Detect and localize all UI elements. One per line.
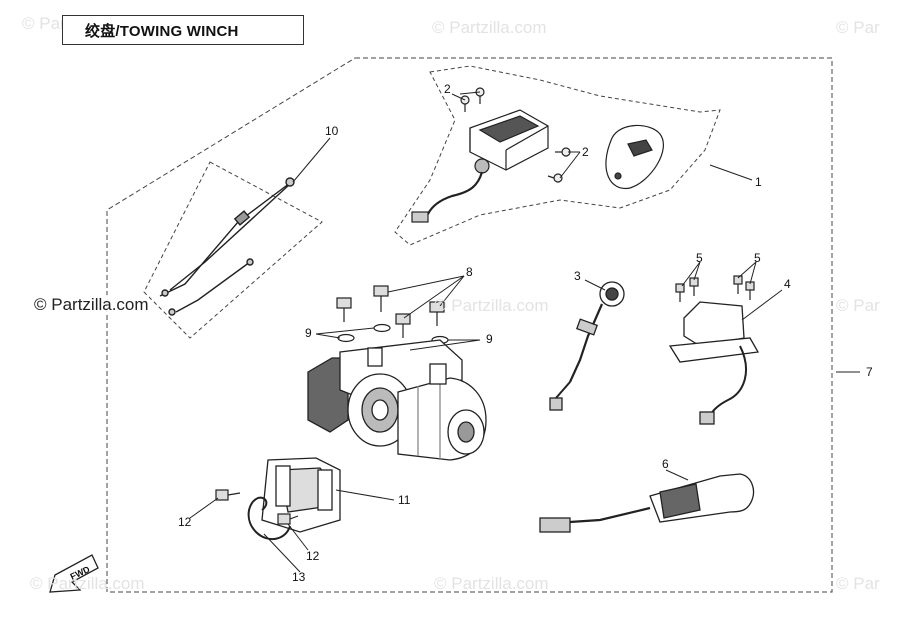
watermark-partial: © Par: [836, 296, 880, 315]
leader-lines: [189, 91, 860, 573]
watermark-partial: © Par: [836, 574, 880, 593]
cable-kit-outline: [143, 161, 323, 339]
callout-9b: 9: [486, 332, 493, 346]
callout-5a: 5: [696, 251, 703, 265]
callout-12b: 12: [306, 549, 320, 563]
callout-8: 8: [466, 265, 473, 279]
copyright-notice: © Partzilla.com: [34, 295, 149, 315]
callout-6: 6: [662, 457, 669, 471]
watermark: © Partzilla.com: [434, 574, 549, 593]
winch-cables: [159, 177, 295, 316]
callout-7: 7: [866, 365, 873, 379]
callout-11: 11: [398, 493, 411, 507]
callout-3: 3: [574, 269, 581, 283]
watermark: © Partzilla.com: [432, 18, 547, 37]
callout-10: 10: [325, 124, 339, 138]
callouts: 1 2 2 3 4 5 5 6 7 8 9 9 10 11 12 12 13: [178, 82, 873, 584]
bolts-12: [215, 489, 299, 525]
callout-1: 1: [755, 175, 762, 189]
remote-receiver: [411, 109, 549, 223]
callout-2b: 2: [582, 145, 589, 159]
winch-assembly: [307, 339, 487, 461]
remote-kit-outline: [394, 65, 721, 246]
contactor: [668, 301, 760, 425]
fairlead-bracket: [261, 457, 341, 533]
handlebar-switch: [549, 281, 625, 411]
watermark: © Partzilla.com: [30, 574, 145, 593]
watermark: © Partzilla.com: [434, 296, 549, 315]
bolts-8: [336, 285, 445, 338]
callout-4: 4: [784, 277, 791, 291]
hook-13: [247, 496, 291, 541]
screws-5: [675, 275, 755, 302]
callout-2a: 2: [444, 82, 451, 96]
callout-13: 13: [292, 570, 306, 584]
callout-5b: 5: [754, 251, 761, 265]
handheld-control: [539, 473, 755, 533]
watermark-partial: © Par: [836, 18, 880, 37]
diagram-title: 绞盘/TOWING WINCH: [62, 15, 304, 45]
callout-9a: 9: [305, 326, 312, 340]
callout-12a: 12: [178, 515, 192, 529]
remote-fob: [605, 124, 664, 189]
